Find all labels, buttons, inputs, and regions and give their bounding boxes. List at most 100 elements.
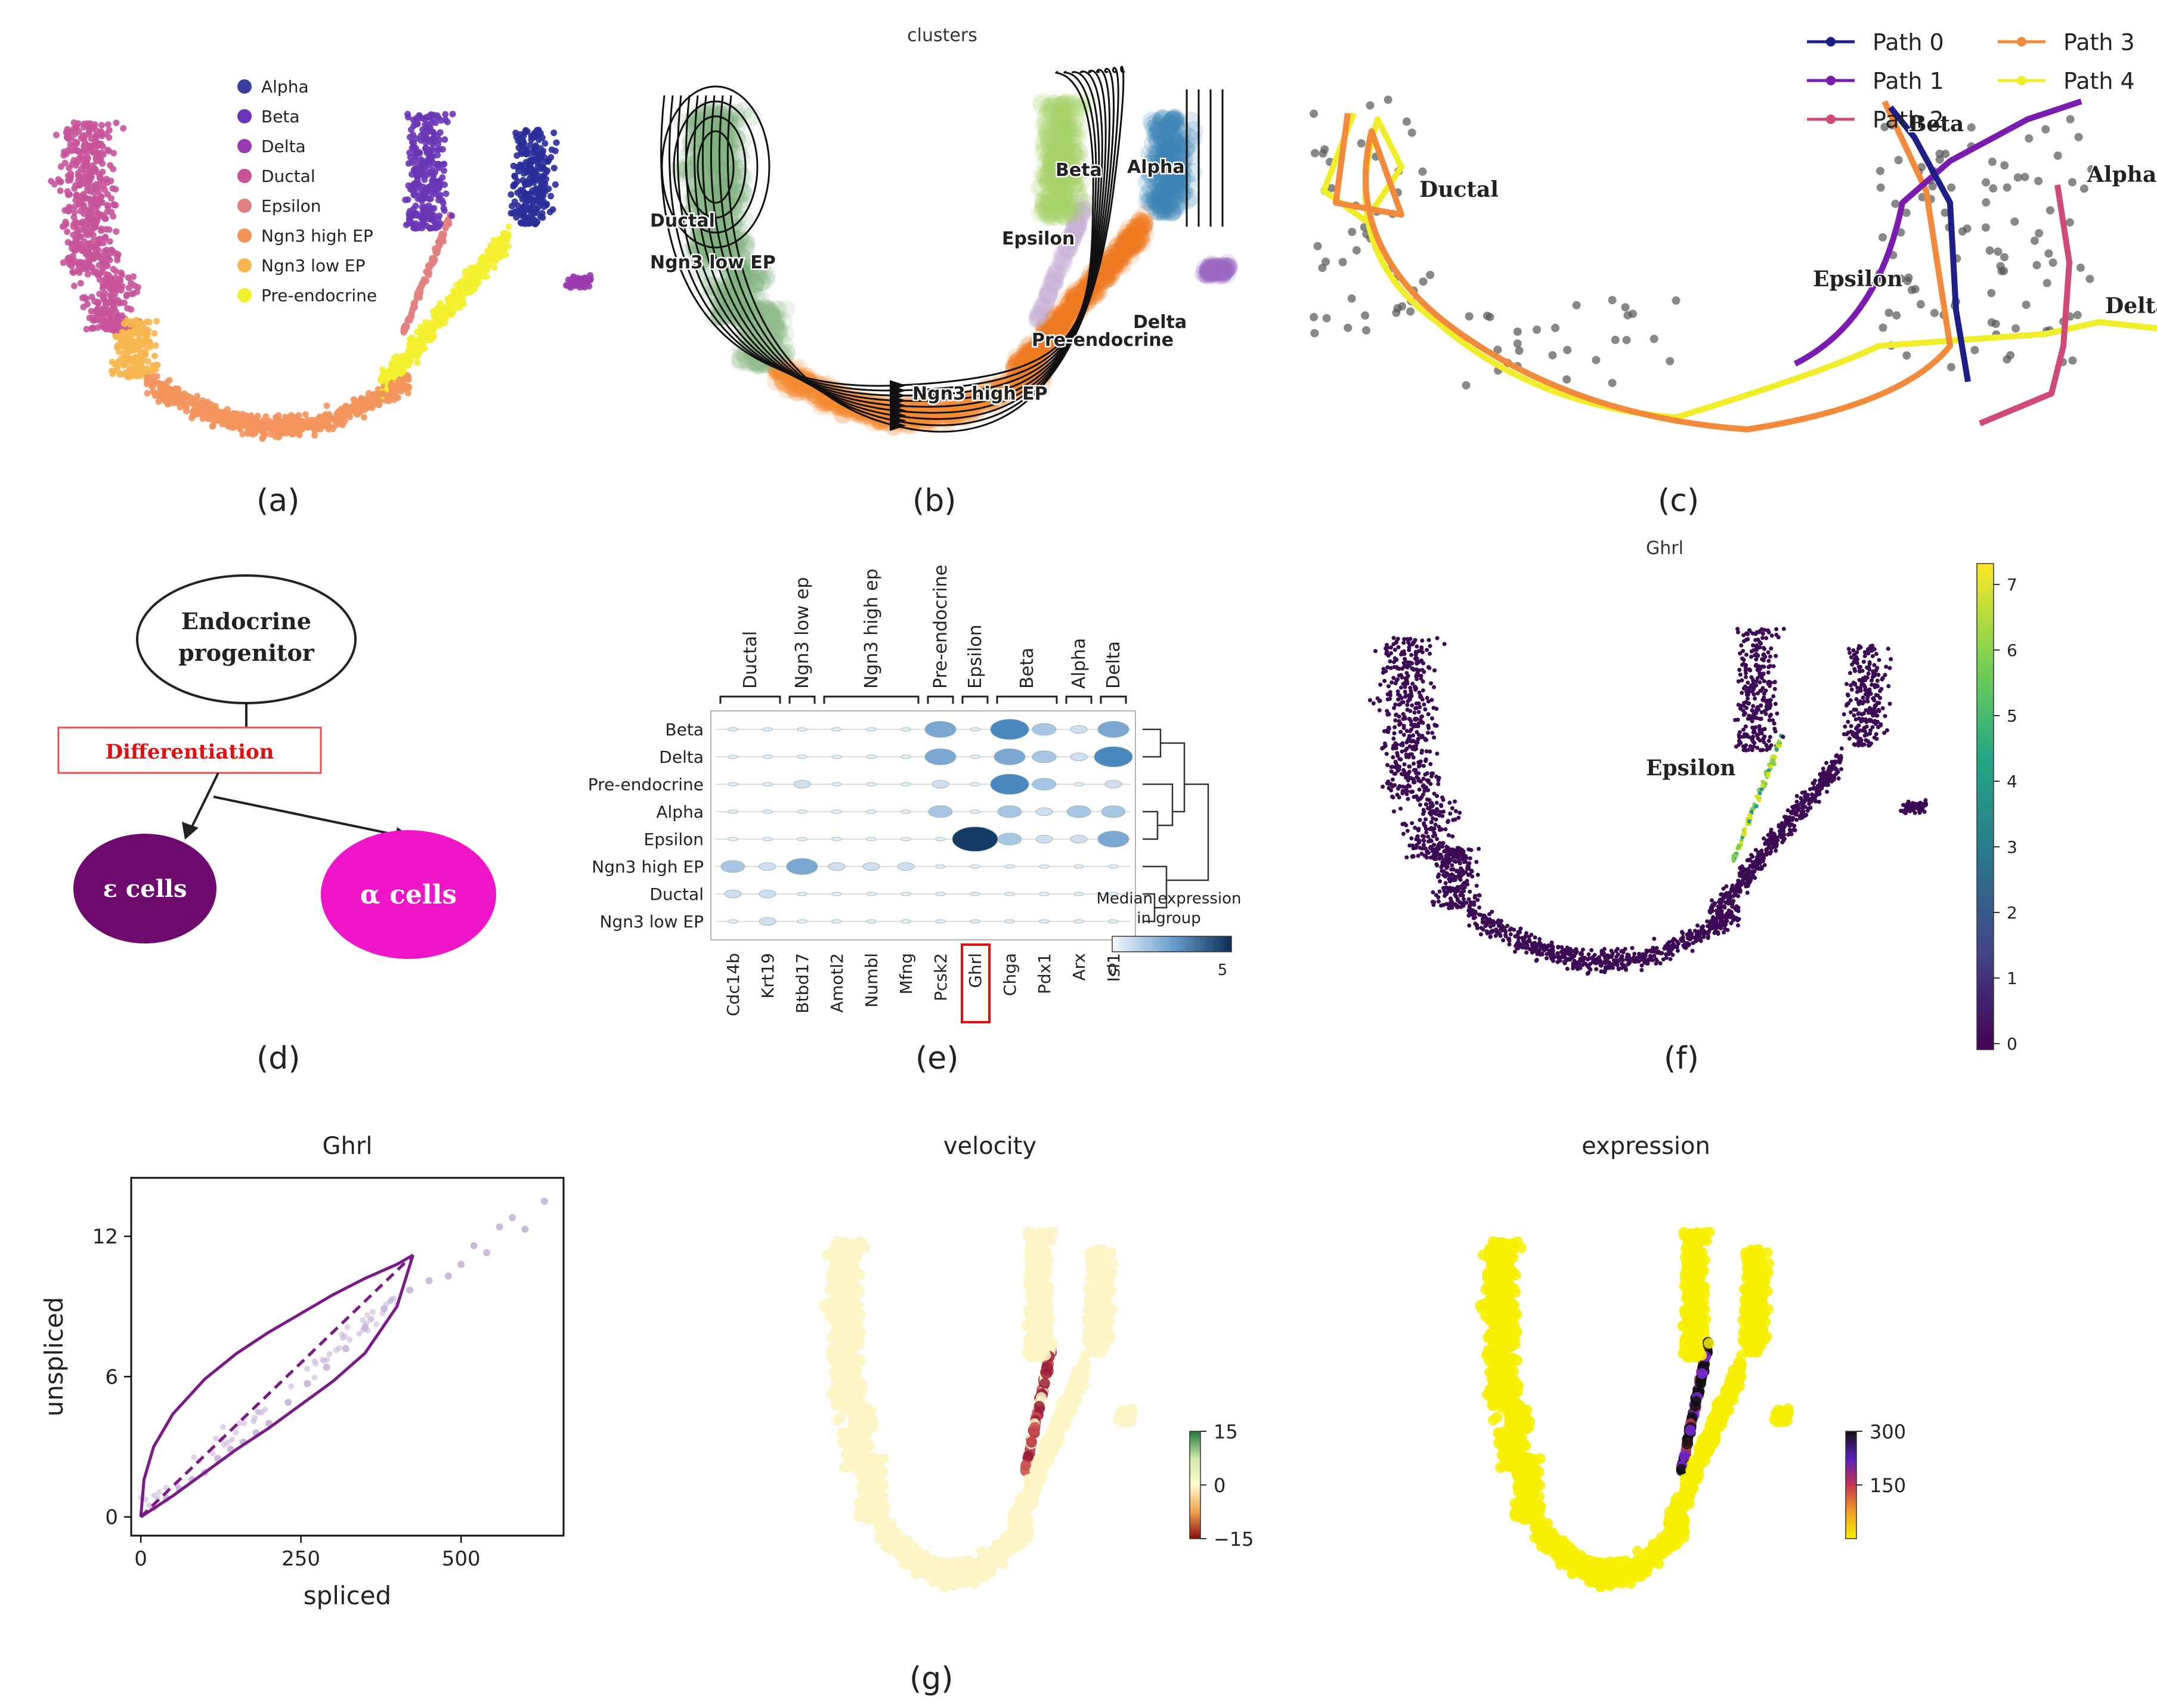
cell-point bbox=[1215, 261, 1234, 280]
cell-point bbox=[1067, 212, 1087, 232]
cell-point bbox=[1152, 172, 1171, 192]
cell-point bbox=[1064, 165, 1084, 184]
cell-point bbox=[1211, 262, 1230, 281]
cell-point bbox=[1040, 335, 1060, 354]
cell-point bbox=[1069, 189, 1089, 209]
cell-point bbox=[720, 159, 739, 178]
cell-point bbox=[746, 287, 766, 306]
cell-point bbox=[1032, 336, 1051, 355]
cell-point bbox=[454, 295, 462, 302]
cell-point bbox=[1217, 265, 1237, 284]
cell-point bbox=[1097, 264, 1117, 283]
cell-point bbox=[529, 133, 536, 140]
cell-point bbox=[1047, 140, 1067, 160]
cell-point bbox=[1044, 323, 1063, 343]
cell-point bbox=[253, 416, 260, 423]
cell-point bbox=[1112, 248, 1132, 268]
cell-point bbox=[81, 134, 88, 141]
cell-point bbox=[806, 389, 826, 409]
cell-point bbox=[138, 321, 145, 328]
cell-point bbox=[410, 183, 417, 190]
cell-point bbox=[295, 411, 302, 419]
cell-point bbox=[1063, 226, 1083, 246]
cell-point bbox=[1057, 187, 1076, 207]
cell-point bbox=[1117, 224, 1137, 243]
cell-point bbox=[1056, 191, 1076, 211]
cell-point bbox=[1055, 309, 1074, 329]
cell-point bbox=[1051, 250, 1070, 270]
cell-point bbox=[1038, 284, 1058, 304]
cell-point bbox=[1218, 256, 1237, 276]
cell-point bbox=[1168, 126, 1187, 146]
cell-point bbox=[1112, 240, 1131, 259]
cell-point bbox=[1200, 261, 1220, 281]
cell-point bbox=[441, 181, 448, 188]
cell-point bbox=[1155, 200, 1174, 219]
cell-point bbox=[766, 300, 785, 320]
cell-point bbox=[1039, 191, 1059, 211]
cell-point bbox=[1199, 263, 1218, 283]
cell-point bbox=[813, 393, 833, 413]
cell-point bbox=[1039, 281, 1059, 301]
cell-point bbox=[1149, 169, 1169, 188]
cell-point bbox=[1047, 195, 1067, 215]
cell-point bbox=[1061, 300, 1080, 320]
cell-point bbox=[1157, 123, 1177, 143]
cell-point bbox=[1119, 231, 1139, 250]
cell-point bbox=[70, 214, 78, 221]
cell-point bbox=[1042, 321, 1062, 341]
cell-point bbox=[1047, 165, 1067, 185]
cell-point bbox=[539, 214, 546, 221]
cell-point bbox=[111, 305, 118, 312]
cell-point bbox=[1044, 131, 1063, 150]
cell-point bbox=[1063, 134, 1082, 153]
cell-point bbox=[1199, 266, 1218, 286]
cell-point bbox=[725, 302, 744, 321]
cell-point bbox=[1061, 206, 1081, 226]
cell-point bbox=[1144, 159, 1163, 179]
cell-point bbox=[731, 194, 751, 214]
cell-point bbox=[1209, 258, 1229, 277]
cell-point bbox=[1059, 305, 1079, 324]
cell-point bbox=[1101, 253, 1121, 273]
cell-point bbox=[63, 129, 70, 136]
cell-point bbox=[1099, 246, 1118, 266]
cell-point bbox=[1153, 141, 1172, 160]
cell-point bbox=[95, 189, 102, 196]
cell-point bbox=[925, 407, 945, 426]
cell-point bbox=[1048, 147, 1068, 167]
cell-point bbox=[1099, 253, 1119, 273]
cell-point bbox=[74, 267, 81, 274]
cell-point bbox=[1205, 262, 1224, 281]
cell-point bbox=[1047, 317, 1066, 336]
cell-point bbox=[1143, 115, 1163, 135]
cell-point bbox=[717, 123, 737, 143]
cell-point bbox=[1171, 180, 1190, 199]
cell-point bbox=[1069, 143, 1089, 162]
cell-point bbox=[905, 411, 925, 431]
cell-point bbox=[406, 213, 413, 219]
cell-point bbox=[1147, 117, 1167, 136]
cell-point bbox=[720, 150, 740, 170]
cell-point bbox=[1179, 128, 1199, 147]
cell-point bbox=[1125, 236, 1145, 256]
cell-point bbox=[1151, 195, 1171, 215]
cell-point bbox=[1168, 145, 1187, 165]
cell-point bbox=[1057, 240, 1076, 259]
cell-point bbox=[1046, 138, 1065, 157]
cell-point bbox=[1036, 316, 1056, 335]
cell-point bbox=[1051, 168, 1071, 188]
cell-point bbox=[768, 308, 787, 328]
cell-point bbox=[1170, 146, 1190, 165]
cell-point bbox=[775, 374, 794, 394]
cell-point bbox=[442, 224, 449, 231]
cell-point bbox=[81, 146, 88, 153]
cell-point bbox=[1107, 249, 1126, 269]
cell-point bbox=[1061, 168, 1081, 188]
cell-point bbox=[1061, 300, 1081, 320]
cell-point bbox=[1110, 247, 1130, 267]
cell-point bbox=[259, 434, 267, 441]
cell-point bbox=[1028, 311, 1048, 330]
cell-point bbox=[1044, 131, 1064, 151]
cell-point bbox=[1130, 212, 1150, 231]
